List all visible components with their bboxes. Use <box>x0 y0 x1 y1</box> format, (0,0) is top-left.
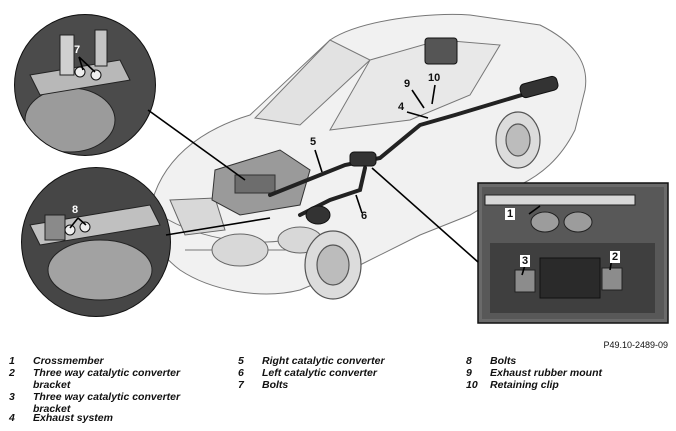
callout-1: 1 <box>505 208 516 220</box>
callout-5: 5 <box>310 136 317 148</box>
detail-bottom-contents <box>22 168 170 316</box>
callout-2: 2 <box>610 251 621 263</box>
car-front <box>169 197 323 267</box>
callout-10: 10 <box>428 72 441 84</box>
callout-9: 9 <box>404 78 411 90</box>
figure-reference: P49.10-2489-09 <box>603 340 668 350</box>
mufflers <box>305 37 559 225</box>
underbody-photo-contents <box>482 187 664 319</box>
callout-8: 8 <box>72 204 79 216</box>
wheels <box>304 111 541 300</box>
callout-3: 3 <box>520 255 531 267</box>
callout-6: 6 <box>361 210 368 222</box>
detail-top-contents <box>15 15 155 155</box>
callout-7: 7 <box>74 44 81 56</box>
callout-4: 4 <box>398 101 405 113</box>
